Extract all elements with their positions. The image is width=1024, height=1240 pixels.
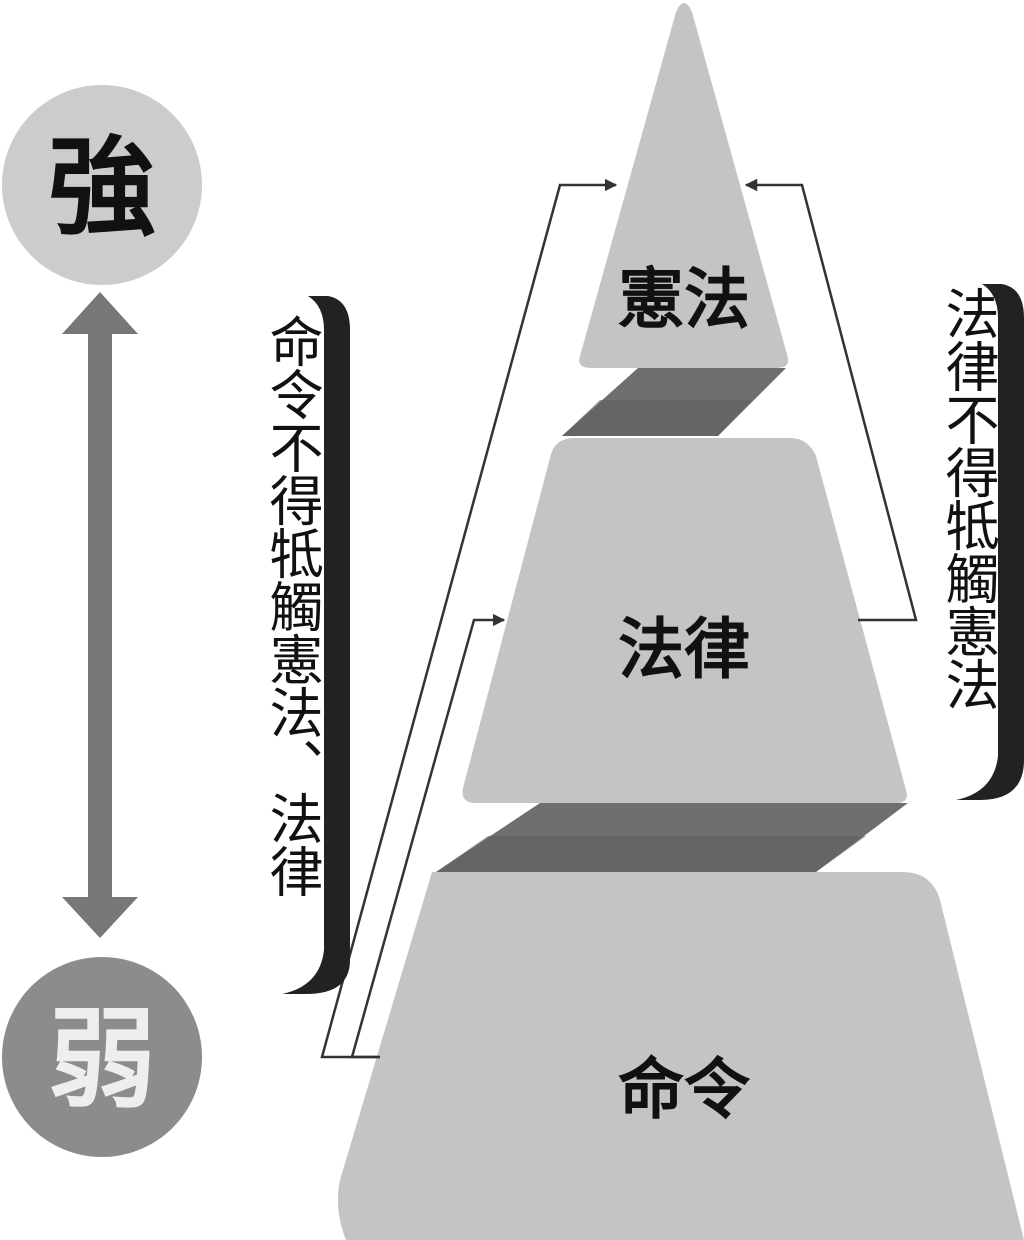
tier-constitution-label: 憲法 xyxy=(618,261,750,338)
right-note-bracket xyxy=(956,284,1024,800)
arrow-order-to-law xyxy=(350,613,506,1059)
tier-law xyxy=(462,438,907,803)
connector-law-order-shade xyxy=(436,836,866,872)
tier-order-label: 命令 xyxy=(618,1051,751,1128)
tier-order xyxy=(338,872,1024,1240)
left-side-note: 命令不得牴觸憲法、法律 xyxy=(260,314,323,897)
strong-label: 強 xyxy=(48,126,156,251)
left-note-bracket xyxy=(282,296,350,994)
connector-constitution-law-shade xyxy=(562,400,752,436)
tier-constitution xyxy=(579,3,789,368)
weak-circle xyxy=(2,957,202,1157)
arrow-law-to-constitution xyxy=(744,178,918,622)
strength-double-arrow xyxy=(62,292,138,938)
arrow-order-to-constitution xyxy=(320,178,618,1059)
right-side-note: 法律不得牴觸憲法 xyxy=(936,286,999,710)
strong-circle xyxy=(2,85,202,285)
tier-law-label: 法律 xyxy=(618,611,750,688)
weak-label: 弱 xyxy=(48,998,156,1123)
